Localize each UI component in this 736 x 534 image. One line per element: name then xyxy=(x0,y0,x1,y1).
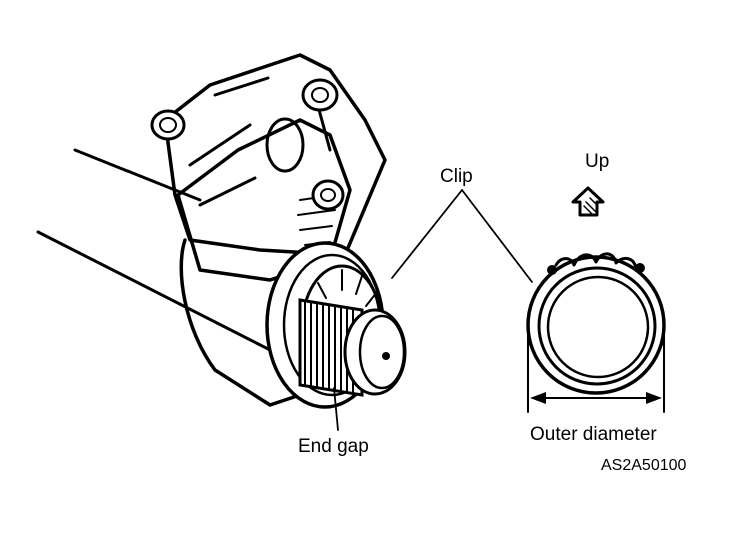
leader-lines xyxy=(333,189,533,431)
bolt-center xyxy=(311,179,345,211)
end-gap-label: End gap xyxy=(298,436,369,457)
bearing-bracket xyxy=(163,53,387,282)
bolt-top-right xyxy=(301,78,339,112)
figure-code: AS2A50100 xyxy=(601,457,687,474)
up-arrow-icon xyxy=(571,186,605,217)
up-label: Up xyxy=(585,151,609,172)
clip-detail xyxy=(526,252,666,395)
outer-diameter-label: Outer diameter xyxy=(530,424,657,445)
clip-label: Clip xyxy=(440,166,473,187)
bracket-bolts xyxy=(150,78,345,211)
bolt-left xyxy=(150,109,186,141)
outer-diameter-dimension xyxy=(527,329,665,413)
shaft-tube xyxy=(36,148,282,357)
splined-shaft xyxy=(298,298,407,397)
